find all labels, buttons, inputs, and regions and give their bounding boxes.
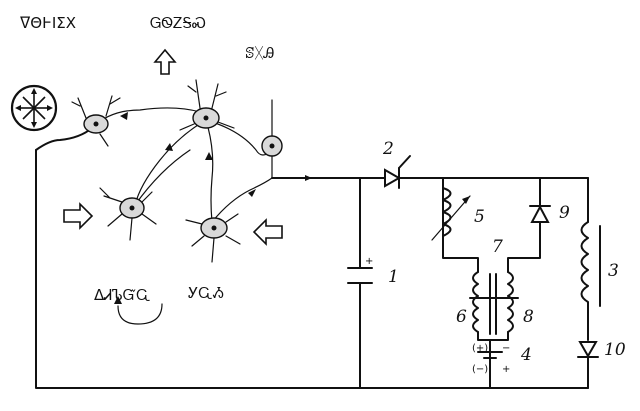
arrow-left-icon (252, 218, 283, 246)
transformer-678 (469, 271, 519, 341)
symbol-top-right: ꕷᚷᎯ (245, 44, 274, 62)
diode-9 (529, 204, 551, 223)
arrow-up-icon (153, 48, 177, 75)
neuron-2 (179, 79, 235, 131)
capacitor-1 (347, 267, 373, 284)
battery-plus-right: + (502, 364, 510, 375)
label-2: 2 (382, 139, 394, 159)
block-arrows (63, 48, 283, 246)
label-8: 8 (523, 307, 534, 327)
battery-minus-left: (−) (472, 364, 488, 375)
neuron-4 (185, 213, 241, 263)
label-5: 5 (474, 207, 485, 227)
neuron-1 (71, 95, 121, 147)
inductor-3 (580, 221, 601, 313)
neuron-network (71, 79, 312, 263)
symbol-top-mid: ᏀᏫᏃᎦᏍ (150, 14, 206, 32)
label-9: 9 (559, 203, 570, 223)
label-4: 4 (520, 345, 532, 365)
symbol-bottom-mid: ᎩᏩᏱ (188, 284, 224, 302)
feedback-arrow (117, 303, 163, 325)
battery-plus-left: (+) (472, 343, 488, 354)
inductor-5 (431, 187, 471, 241)
label-10: 10 (604, 340, 626, 360)
battery-4 (477, 351, 503, 359)
diode-10 (577, 341, 599, 359)
cap-plus-mark: + (365, 256, 373, 267)
symbol-bottom-left: ΔᏗᏖᏳᏩ (94, 286, 151, 304)
label-3: 3 (608, 261, 619, 281)
sensor-icon (10, 84, 58, 132)
label-1: 1 (388, 267, 399, 287)
diode-2 (384, 155, 411, 189)
label-6: 6 (456, 307, 467, 327)
battery-minus-right: − (502, 343, 510, 354)
label-7: 7 (492, 237, 503, 257)
neuron-5 (261, 99, 283, 157)
symbol-top-left: ᐁΘͰΙΣΧ (20, 14, 76, 32)
neuron-3 (99, 187, 157, 241)
arrow-right-icon (63, 202, 94, 230)
